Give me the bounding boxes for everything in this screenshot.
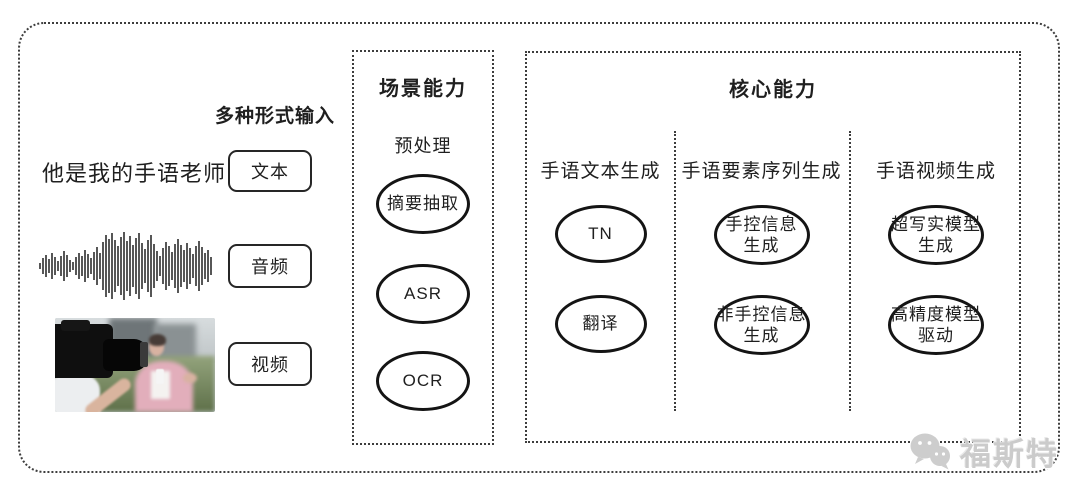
input-type-box-text: 文本	[228, 150, 312, 192]
column-divider	[849, 131, 851, 411]
column-sign-text-generation: 手语文本生成 TN 翻译	[527, 53, 674, 441]
input-type-label: 视频	[251, 355, 289, 375]
outer-dotted-frame	[18, 22, 1060, 473]
scene-capability-title: 场景能力	[379, 78, 467, 100]
preprocess-label: 预处理	[394, 136, 452, 156]
input-type-box-audio: 音频	[228, 244, 312, 288]
node-tn: TN	[554, 205, 647, 263]
watermark-text: 福斯特	[960, 437, 1059, 472]
node-manual-info-generation: 手控信息 生成	[713, 205, 810, 265]
column-sign-video-generation: 手语视频生成 超写实模型 生成 高精度模型 驱动	[849, 53, 1023, 441]
watermark: 福斯特	[908, 429, 1059, 474]
column-header: 手语文本生成	[540, 161, 661, 182]
node-ocr: OCR	[376, 351, 470, 411]
core-capability-title: 核心能力	[729, 79, 817, 101]
column-header: 手语要素序列生成	[681, 161, 842, 182]
node-asr: ASR	[376, 264, 470, 324]
node-hyperrealistic-model-generation: 超写实模型 生成	[888, 205, 984, 265]
core-capability-box: 核心能力 手语文本生成 TN 翻译 手语要素序列生成 手控信息 生成 非手控信息…	[525, 51, 1021, 443]
scene-capability-box: 场景能力 预处理 摘要抽取 ASR OCR	[352, 50, 494, 445]
node-translation: 翻译	[554, 295, 647, 353]
input-type-label: 文本	[251, 162, 289, 182]
node-summary-extraction: 摘要抽取	[376, 174, 470, 234]
column-header: 手语视频生成	[875, 161, 996, 182]
audio-waveform-icon	[39, 232, 212, 300]
input-type-box-video: 视频	[228, 342, 312, 386]
input-type-label: 音频	[251, 257, 289, 277]
wechat-bubbles-icon	[910, 433, 950, 469]
column-sign-element-sequence-generation: 手语要素序列生成 手控信息 生成 非手控信息 生成	[674, 53, 849, 441]
reporter-filming-photo	[55, 318, 215, 412]
node-non-manual-info-generation: 非手控信息 生成	[713, 295, 810, 355]
input-section-title: 多种形式输入	[214, 106, 335, 127]
node-high-precision-model-driving: 高精度模型 驱动	[888, 295, 984, 355]
column-divider	[674, 131, 676, 411]
sample-sentence-text: 他是我的手语老师	[42, 161, 227, 186]
